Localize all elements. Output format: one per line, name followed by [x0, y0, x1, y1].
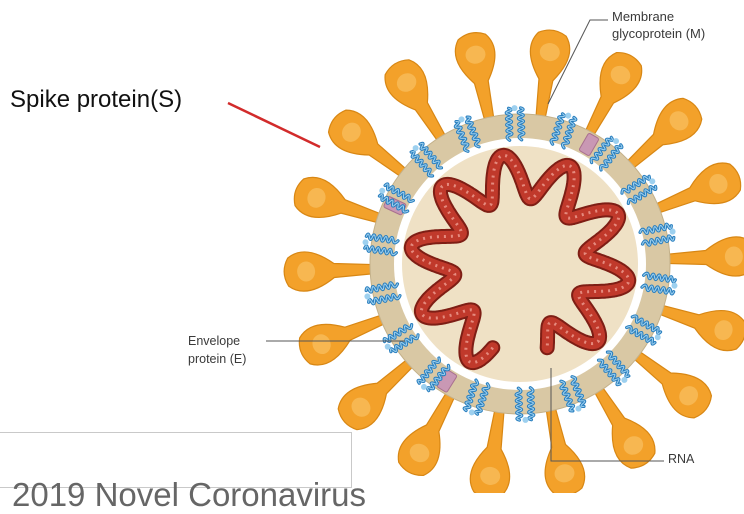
- membrane-glycoprotein-label: Membrane glycoprotein (M): [612, 8, 705, 42]
- rna-label: RNA: [668, 452, 694, 466]
- glycoprotein-cap: [378, 187, 386, 195]
- coronavirus-diagram: [0, 0, 744, 493]
- glycoprotein-cap: [362, 239, 369, 246]
- glycoprotein-cap: [564, 112, 572, 120]
- glycoprotein-cap: [468, 409, 476, 417]
- caption-text: 2019 Novel Coronavirus: [12, 476, 366, 514]
- spike-pointer-line: [228, 103, 320, 147]
- membrane-label-line2: glycoprotein (M): [612, 25, 705, 42]
- envelope-label-line2: protein (E): [188, 350, 246, 368]
- glycoprotein-cap: [671, 282, 678, 289]
- spike-protein: [283, 249, 382, 292]
- membrane-label-line1: Membrane: [612, 8, 705, 25]
- spike-protein-label: Spike protein(S): [10, 86, 182, 114]
- glycoprotein-cap: [654, 333, 662, 341]
- envelope-protein-label: Envelope protein (E): [188, 332, 246, 368]
- envelope-label-line1: Envelope: [188, 332, 246, 350]
